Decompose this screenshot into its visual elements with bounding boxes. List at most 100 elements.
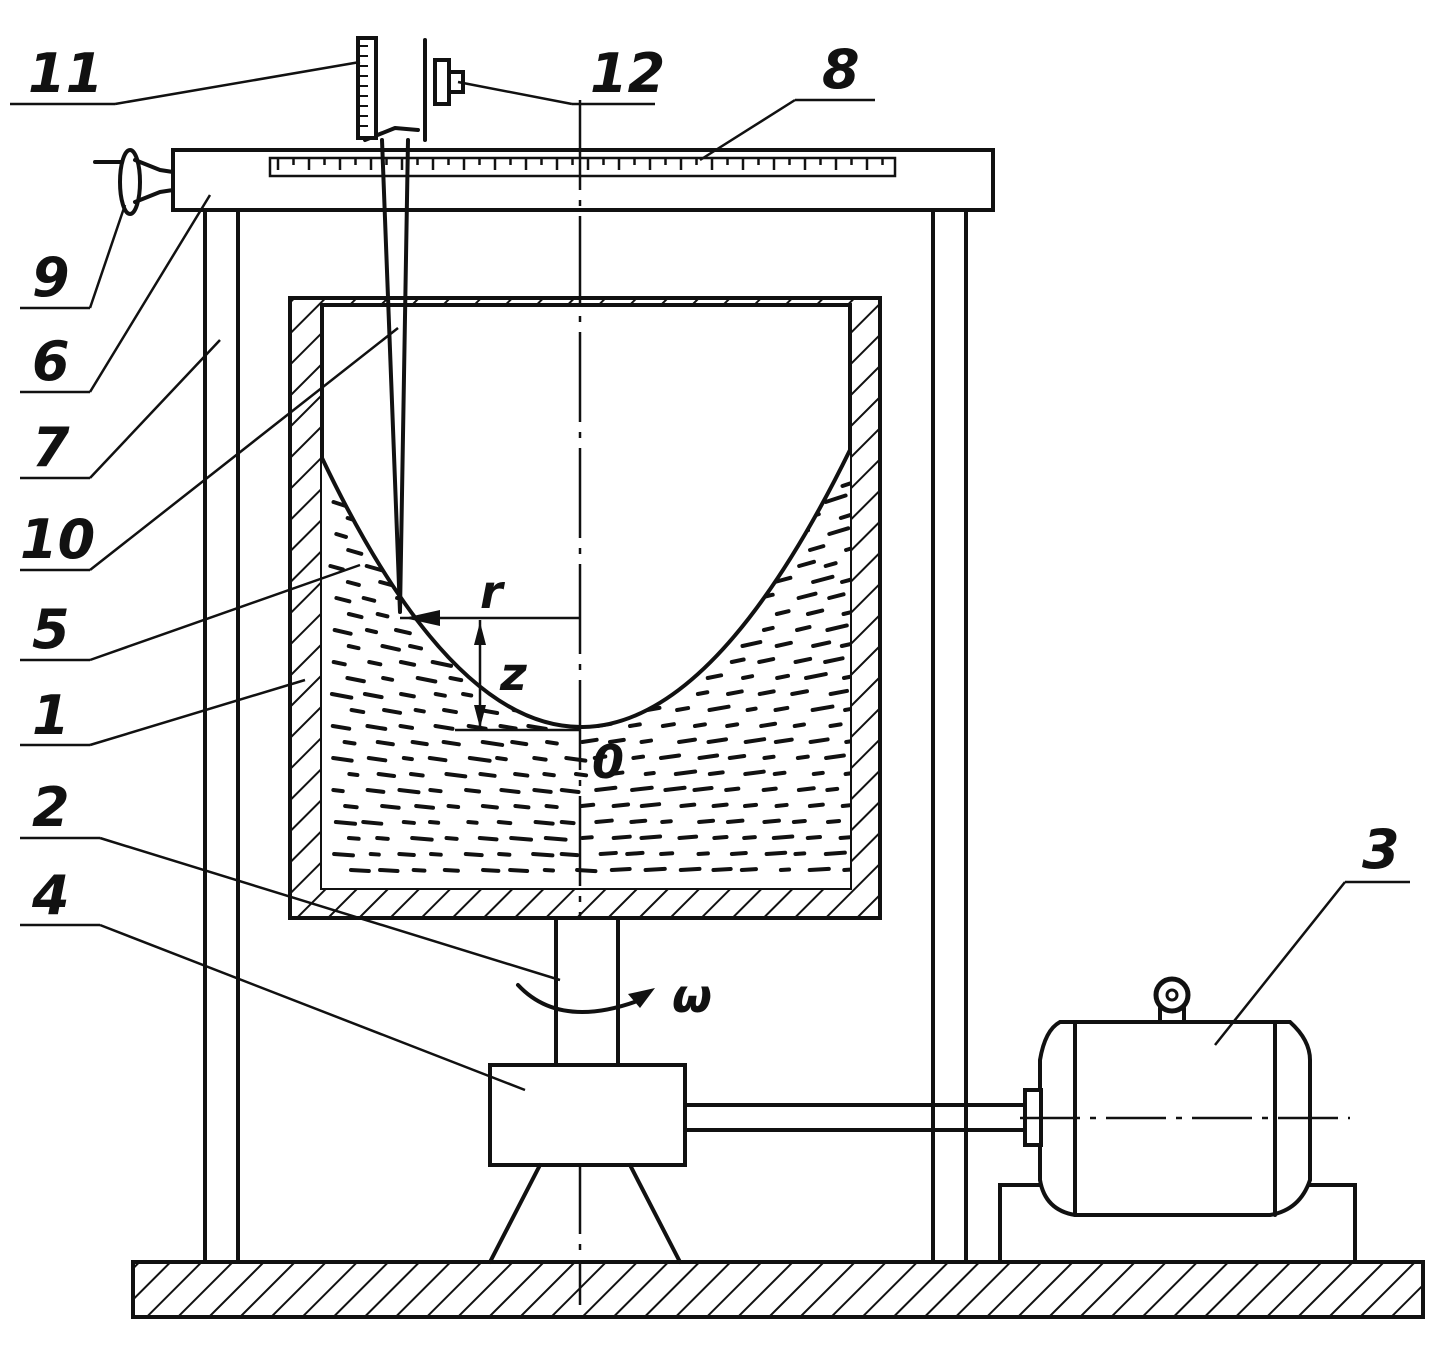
- frame-left-post: [203, 208, 240, 1264]
- liquid-dash: [774, 802, 789, 808]
- liquid-dash: [772, 770, 787, 776]
- leader-lines: [10, 60, 1410, 1092]
- liquid-dash: [441, 740, 461, 747]
- liquid-dash: [380, 804, 401, 810]
- liquid-dash: [629, 818, 648, 824]
- liquid-dash: [345, 580, 361, 587]
- liquid-dash: [410, 836, 434, 842]
- liquid-dash: [382, 708, 403, 715]
- liquid-dash: [727, 753, 747, 760]
- liquid-dash: [495, 756, 508, 762]
- liquid-dash: [410, 740, 429, 747]
- liquid-dash: [466, 820, 479, 825]
- callout-2: 2: [32, 776, 70, 839]
- liquid-dash: [532, 788, 553, 794]
- liquid-dash: [461, 692, 474, 698]
- liquid-dash: [332, 628, 353, 636]
- liquid-dash: [842, 867, 850, 872]
- liquid-dash: [762, 818, 781, 824]
- clamp-screw[interactable]: [433, 58, 465, 106]
- liquid-dash: [580, 737, 599, 744]
- liquid-dash: [740, 640, 763, 648]
- liquid-dash: [695, 690, 710, 696]
- liquid-dash: [791, 818, 807, 824]
- liquid-dash: [401, 756, 414, 762]
- liquid-dash: [729, 851, 748, 856]
- liquid-dash: [840, 574, 850, 584]
- liquid-dash: [592, 754, 608, 760]
- callout-3: 3: [1362, 818, 1400, 881]
- callout-8: 8: [822, 38, 860, 101]
- liquid-dash: [513, 804, 531, 810]
- liquid-dash: [805, 835, 822, 840]
- liquid-dash: [673, 769, 698, 776]
- callout-4: 4: [31, 864, 70, 927]
- liquid-dash: [729, 657, 746, 664]
- angular-velocity-symbol: ω: [672, 969, 712, 1023]
- liquid-dash: [346, 836, 361, 841]
- liquid-dash: [428, 788, 443, 794]
- liquid-dash: [334, 532, 348, 539]
- liquid-dash: [448, 676, 464, 683]
- liquid-dash: [843, 770, 850, 776]
- radius-symbol: r: [480, 565, 506, 619]
- liquid-dash: [726, 689, 744, 696]
- liquid-dash: [841, 609, 850, 616]
- liquid-dash: [775, 673, 791, 680]
- liquid-dash: [658, 753, 682, 760]
- liquid-dash: [331, 660, 347, 667]
- liquid-dash: [643, 770, 656, 776]
- liquid-dash: [811, 770, 825, 776]
- liquid-dash: [375, 612, 390, 619]
- callout-7: 7: [32, 416, 70, 479]
- base-plate: [131, 1260, 1425, 1319]
- liquid-dash: [415, 676, 438, 684]
- liquid-dash: [793, 656, 813, 664]
- adjusting-knob[interactable]: [93, 148, 175, 216]
- liquid-dash: [811, 574, 835, 584]
- liquid-dash: [805, 608, 825, 616]
- callout-11: 11: [28, 42, 103, 105]
- liquid-dash: [774, 609, 791, 616]
- liquid-dash: [823, 850, 847, 856]
- liquid-dash: [542, 772, 556, 778]
- liquid-dash: [414, 804, 436, 810]
- callout-12: 12: [590, 42, 665, 105]
- liquid-dash: [761, 625, 775, 632]
- liquid-dash: [510, 740, 529, 747]
- origin-symbol: 0: [592, 735, 624, 789]
- liquid-dash: [639, 834, 663, 840]
- gearbox: [488, 1063, 687, 1264]
- height-dimension: [455, 620, 580, 732]
- liquid-dash: [630, 785, 654, 792]
- liquid-dash: [773, 705, 790, 712]
- liquid-dash: [411, 868, 427, 873]
- liquid-dash: [660, 722, 676, 728]
- liquid-dash: [397, 852, 416, 858]
- liquid-dash: [346, 644, 361, 651]
- liquid-dash: [408, 644, 424, 651]
- liquid-dash: [844, 737, 850, 744]
- liquid-dash: [347, 772, 360, 778]
- liquid-dash: [343, 804, 359, 810]
- liquid-dash: [433, 724, 455, 731]
- liquid-dash: [810, 704, 835, 712]
- liquid-dash: [381, 676, 395, 682]
- liquid-dash: [531, 852, 555, 858]
- liquid-dash: [394, 628, 412, 636]
- radius-dimension: [400, 610, 580, 626]
- liquid-dash: [559, 820, 576, 826]
- liquid-dash: [508, 868, 530, 873]
- liquid-dash: [594, 785, 618, 792]
- liquid-dash: [843, 706, 850, 712]
- liquid-dash: [364, 628, 379, 635]
- liquid-dash: [697, 818, 716, 824]
- liquid-dash: [333, 820, 358, 826]
- liquid-dash: [481, 868, 501, 873]
- liquid-dash: [444, 772, 468, 779]
- liquid-dash: [824, 753, 846, 760]
- liquid-dash: [825, 818, 842, 824]
- liquid-dash: [790, 689, 810, 696]
- liquid-dash: [611, 834, 632, 840]
- liquid-dash: [611, 802, 631, 808]
